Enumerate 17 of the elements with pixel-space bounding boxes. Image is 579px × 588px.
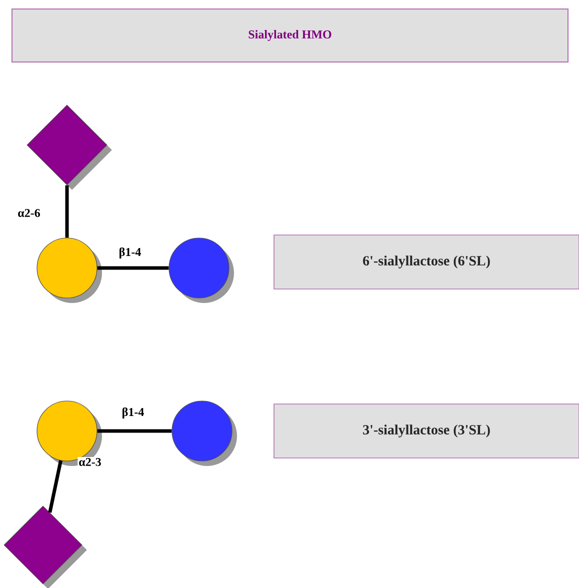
link-line — [48, 460, 62, 513]
circle-symbol — [168, 238, 234, 303]
title-box: Sialylated HMO — [12, 8, 568, 62]
diamond-symbol — [4, 506, 87, 588]
label-box: 6'-sialyllactose (6'SL) — [274, 234, 579, 290]
link-line — [65, 185, 69, 238]
circle-symbol — [172, 400, 237, 466]
label-box: 3'-sialyllactose (3'SL) — [274, 404, 579, 458]
link-line — [97, 429, 172, 433]
edge-label: β1-4 — [120, 406, 146, 420]
edge-label: α2-3 — [78, 456, 102, 468]
diamond-symbol — [26, 104, 112, 190]
circle-symbol — [36, 238, 102, 303]
edge-label: β1-4 — [118, 246, 142, 260]
circle-symbol — [36, 400, 102, 466]
edge-label: α2-6 — [16, 208, 42, 218]
link-line — [97, 266, 169, 270]
